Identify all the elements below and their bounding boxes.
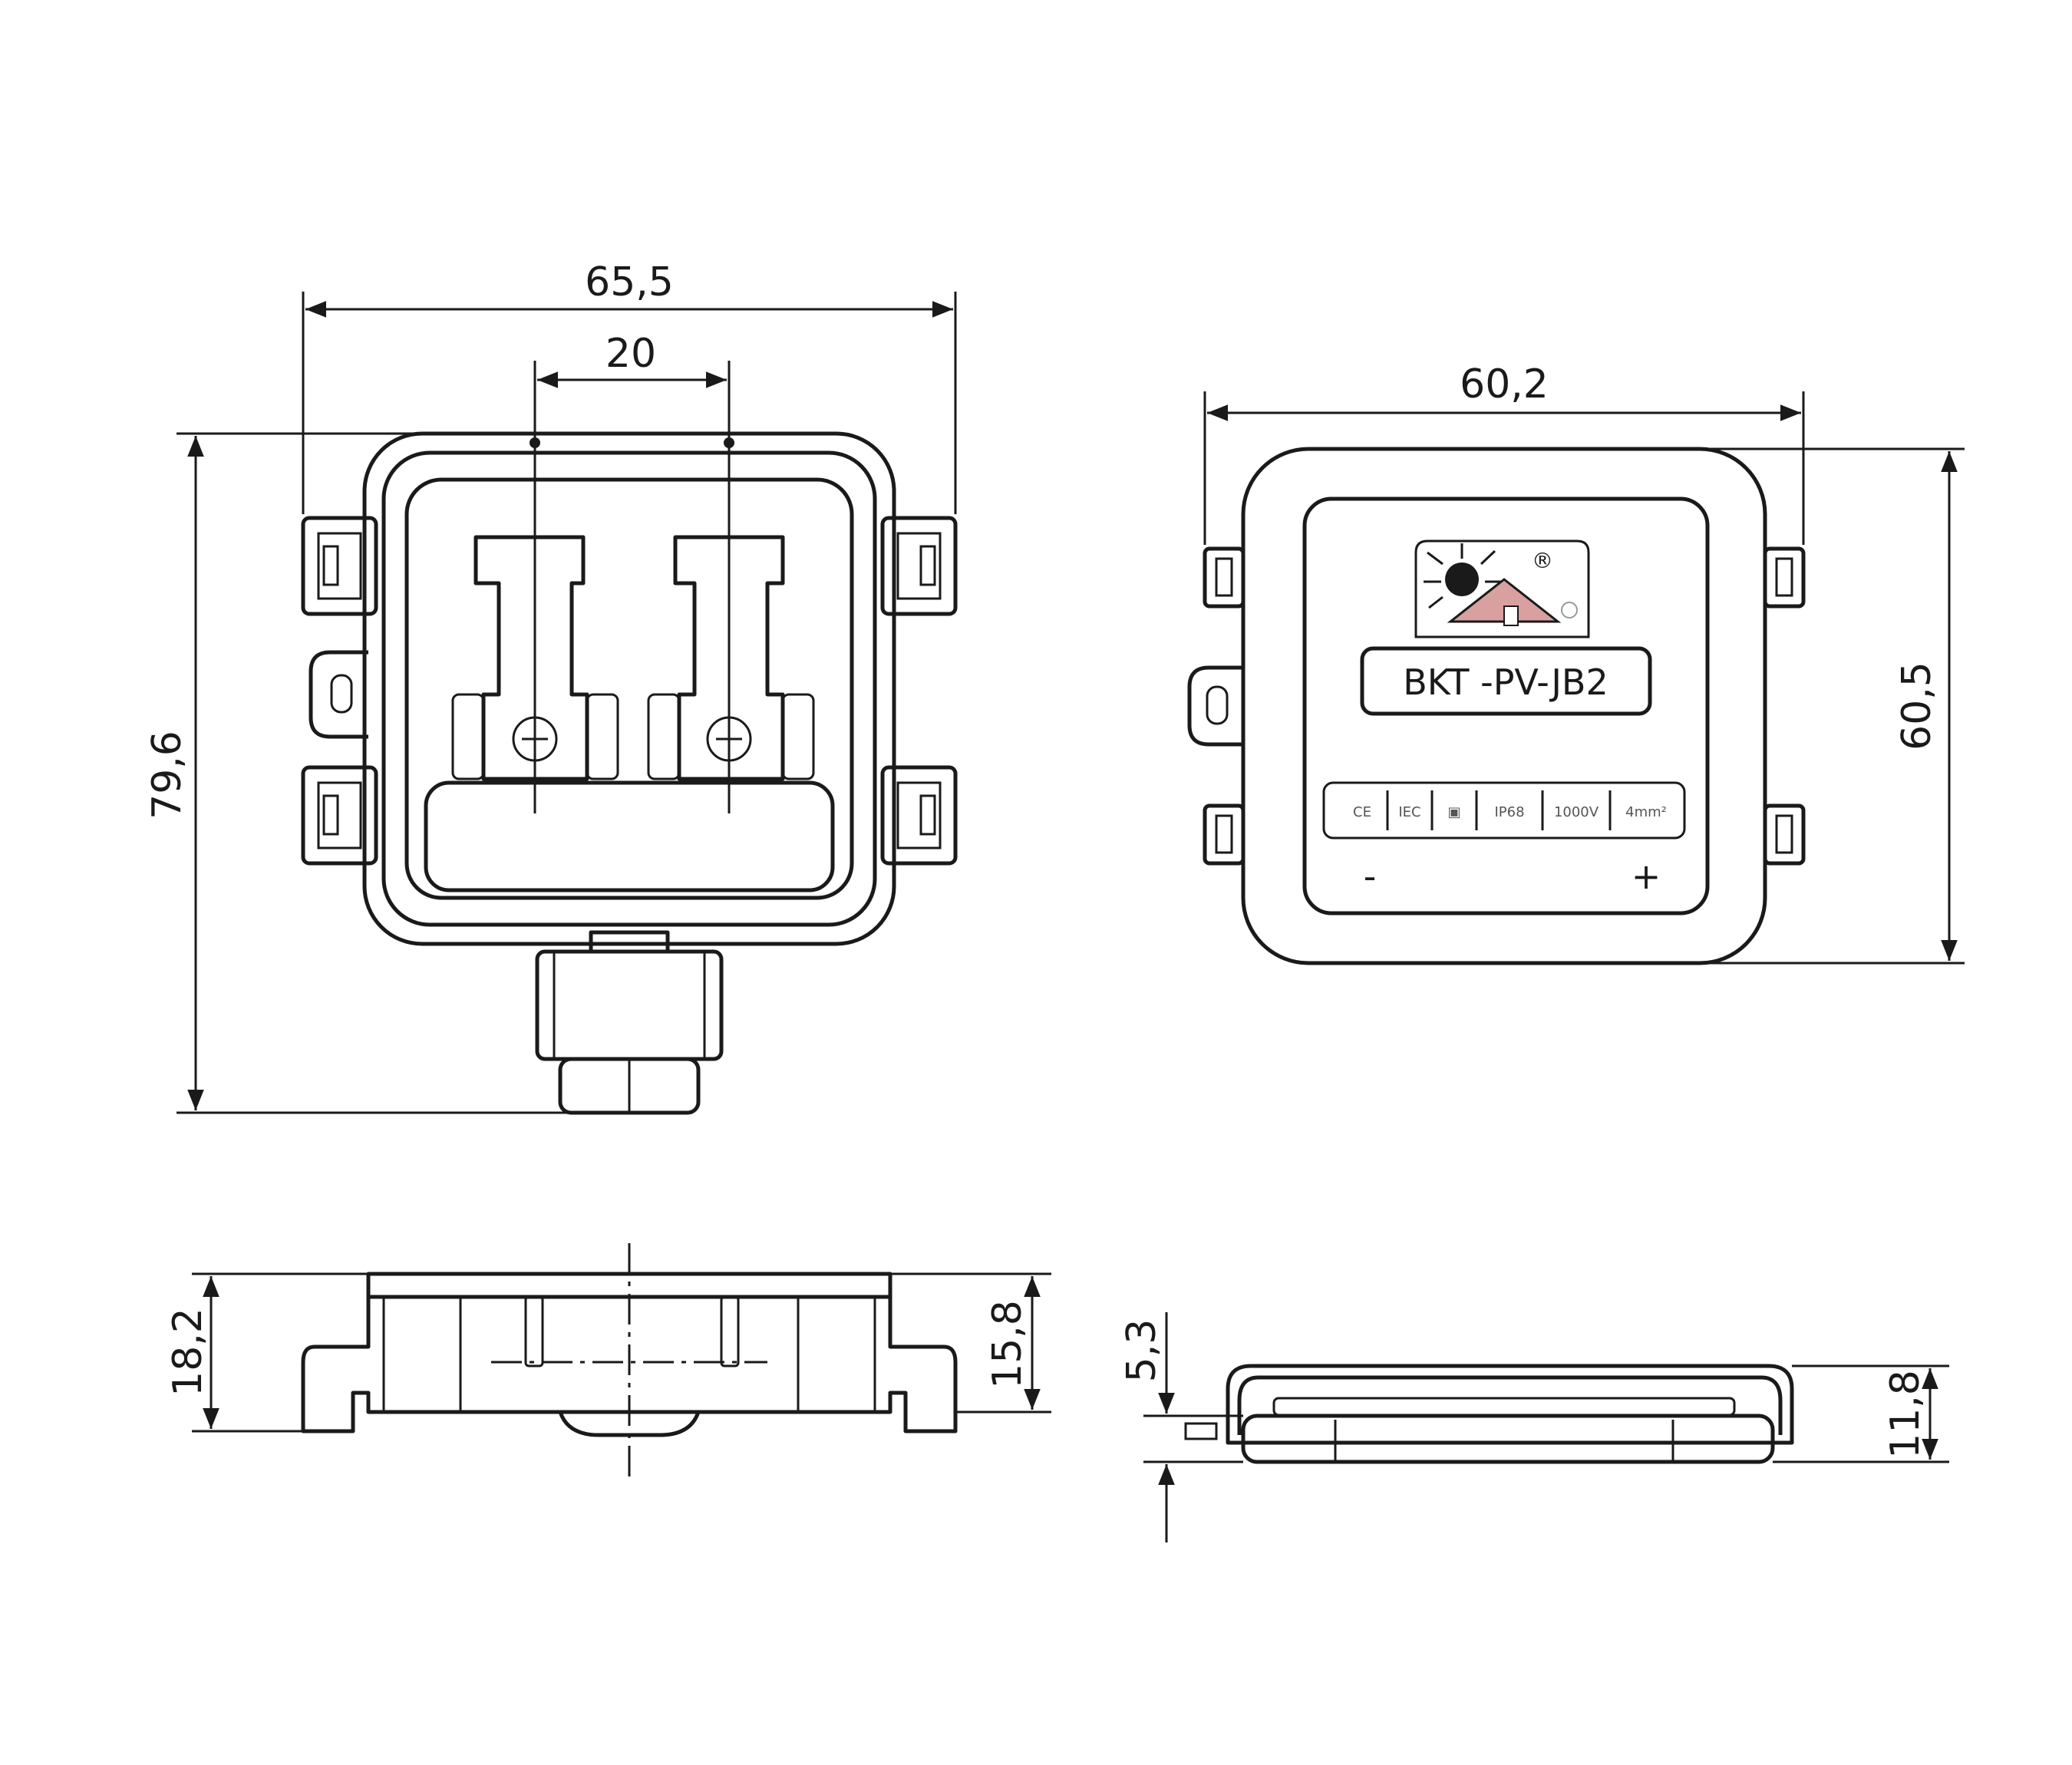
front-view: 65,5 20 79,6 [144, 259, 958, 1115]
cover-side-tab [1184, 1422, 1218, 1440]
side-view-box: 18,2 15,8 [165, 1243, 1051, 1481]
front-right-clip-top [880, 516, 958, 616]
dim-terminal-spacing: 20 [605, 331, 656, 377]
dim-cover-side-height: 11,8 [1882, 1370, 1928, 1459]
front-outer-body [362, 431, 896, 946]
dim-side-body: 15,8 [985, 1300, 1031, 1389]
front-diode-bar [424, 780, 835, 892]
front-rim [381, 450, 877, 927]
cert-voltage: 1000V [1554, 804, 1599, 820]
front-left-clip-bottom [301, 765, 378, 866]
marker-left [530, 437, 540, 448]
side-terminal-right [720, 1295, 740, 1367]
cert-iec: IEC [1398, 804, 1420, 820]
model-name: BKT -PV-JB2 [1403, 661, 1608, 703]
marker-right [724, 437, 734, 448]
polarity-minus: - [1364, 856, 1377, 897]
side-terminal-left [524, 1295, 544, 1367]
cover-outer [1241, 447, 1767, 965]
cover-view: ® BKT -PV-JB2 CE IEC ▣ IP68 1000V 4mm² -… [1187, 361, 1965, 965]
dim-cover-width: 60,2 [1460, 361, 1549, 407]
dim-cover-offset: 5,3 [1119, 1319, 1165, 1383]
cert-ce: CE [1353, 804, 1371, 820]
polarity-plus: + [1632, 856, 1661, 897]
registered-mark: ® [1532, 548, 1553, 573]
cert-ip68: IP68 [1494, 804, 1524, 820]
cover-right-clip-top [1763, 546, 1806, 609]
cover-side-plate [1241, 1414, 1775, 1464]
cover-side-inner [1237, 1375, 1783, 1435]
certification-strip: CE IEC ▣ IP68 1000V 4mm² [1322, 781, 1686, 840]
brand-logo [1414, 539, 1590, 638]
model-name-box [1360, 646, 1652, 716]
cert-class-ii: ▣ [1447, 804, 1460, 820]
dim-cover-height: 60,5 [1894, 661, 1940, 751]
front-left-clip-top [301, 516, 378, 616]
dim-front-width: 65,5 [585, 259, 674, 305]
front-terminal-right [647, 535, 815, 781]
dim-side-total: 18,2 [165, 1308, 211, 1397]
cover-left-clip-top [1203, 546, 1246, 609]
cover-right-clip-bottom [1763, 803, 1806, 866]
cover-left-clip-bottom [1203, 803, 1246, 866]
front-inner-cavity [404, 477, 854, 900]
cover-side-shell [1226, 1364, 1794, 1445]
front-cable-gland [535, 930, 724, 1115]
front-right-clip-bottom [880, 765, 958, 866]
cover-side-gasket [1272, 1397, 1736, 1417]
dim-front-height: 79,6 [144, 731, 190, 820]
cover-label-panel [1302, 497, 1710, 915]
front-left-mount-tab [308, 650, 368, 739]
cover-left-mount-tab [1187, 665, 1243, 747]
side-view-cover: 5,3 11,8 [1119, 1312, 1949, 1542]
cert-wire: 4mm² [1625, 804, 1667, 820]
